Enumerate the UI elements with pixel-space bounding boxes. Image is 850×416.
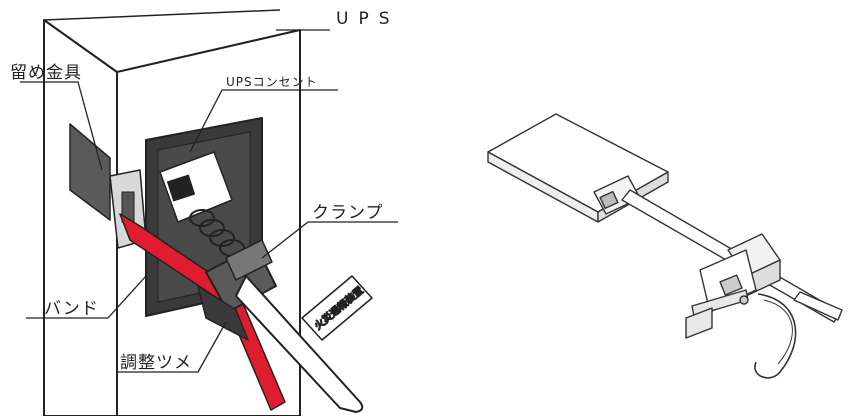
band-loop — [754, 293, 797, 379]
label-clamp: クランプ — [312, 203, 384, 223]
label-adjust-tab: 調整ツメ — [120, 353, 192, 373]
leader-lines — [20, 29, 398, 373]
ups-side-panel — [43, 19, 118, 416]
label-fastener: 留め金具 — [10, 63, 82, 83]
red-band — [119, 213, 286, 411]
leader-adjust — [116, 321, 227, 373]
clamp-top — [225, 239, 273, 281]
right-illustration — [487, 113, 843, 379]
hinge-pin — [739, 295, 749, 305]
plug-tag — [301, 275, 373, 341]
hinge-arm-lower — [685, 307, 713, 339]
cable-white — [235, 275, 364, 413]
leader-band — [26, 275, 147, 319]
left-illustration: 火災通報装置 UPS 留め金具 UPSコンセント クランプ バンド 調整ツメ — [10, 9, 400, 416]
label-ups-outlet: UPSコンセント — [226, 75, 318, 89]
plug-housing — [159, 151, 233, 223]
label-band: バンド — [44, 299, 99, 319]
band-loop-inner — [763, 299, 793, 365]
leader-fastener — [20, 81, 103, 171]
fastener-bracket — [69, 123, 111, 221]
strap-tail — [793, 291, 843, 321]
ups-top-edge — [43, 9, 281, 21]
leader-outlet — [189, 89, 338, 153]
leader-clamp — [261, 221, 398, 259]
buckle-slot — [599, 190, 619, 210]
plug-face — [166, 174, 196, 202]
label-ups: UPS — [336, 9, 400, 29]
clamp-window — [719, 274, 743, 296]
clamp-sleeve — [197, 285, 249, 341]
